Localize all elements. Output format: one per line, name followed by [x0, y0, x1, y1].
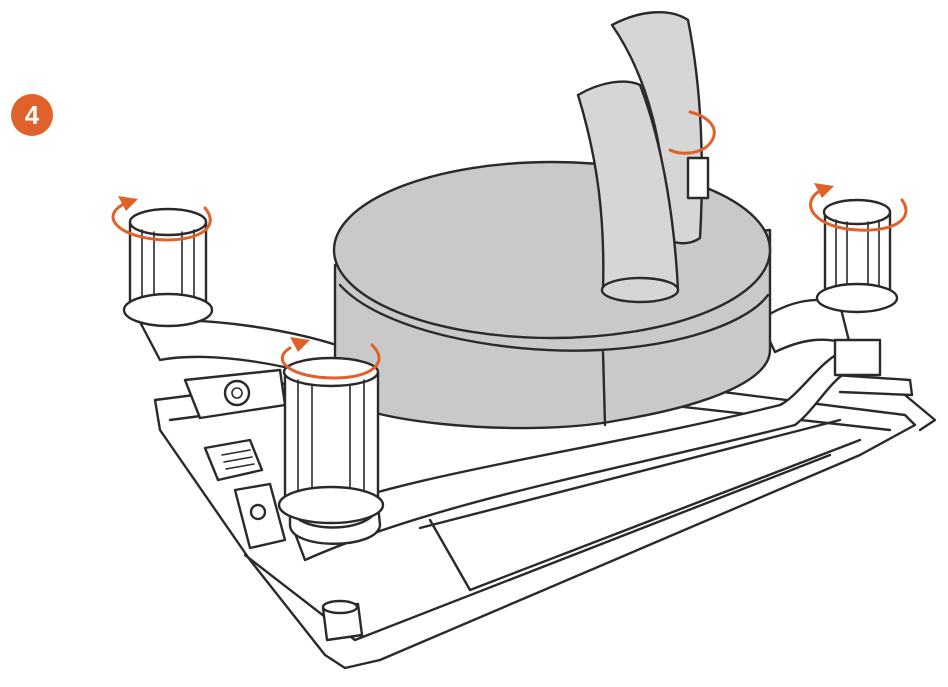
thumbscrew-front-left	[277, 356, 385, 545]
mounting-bracket	[138, 298, 852, 562]
pump-block	[332, 160, 772, 430]
rotate-arrow-icon	[809, 183, 908, 232]
thumbscrew-back-center	[686, 156, 710, 200]
rotate-arrow-icon	[668, 110, 716, 155]
thumbscrew-back-right	[815, 198, 899, 377]
rotate-arrow-icon	[111, 196, 212, 242]
step-number-badge: 4	[11, 94, 53, 136]
rotate-arrow-icon	[280, 337, 381, 380]
thumbscrew-back-left	[122, 207, 214, 328]
coolant-tubes	[576, 11, 704, 304]
